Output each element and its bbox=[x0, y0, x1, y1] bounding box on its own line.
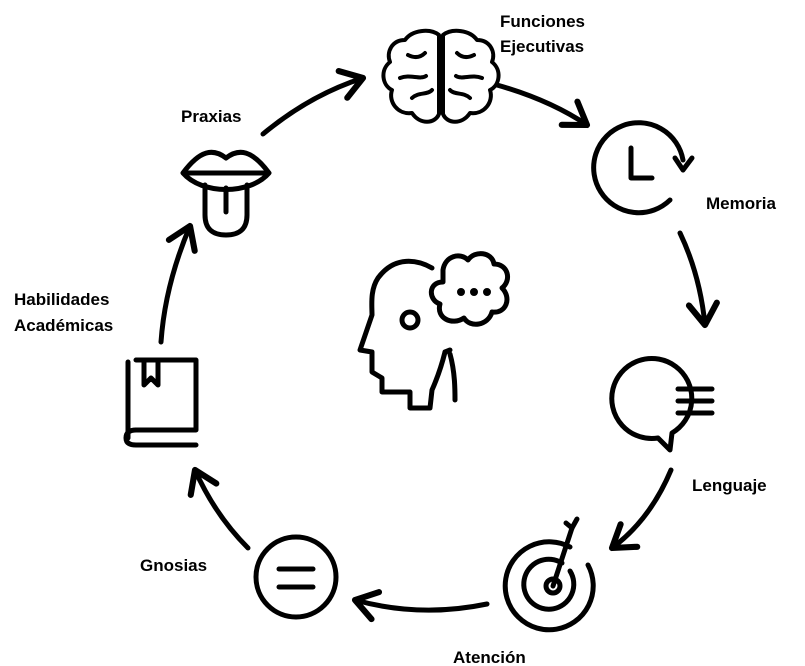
cycle-arrows bbox=[158, 68, 720, 623]
head-thinking-icon bbox=[357, 251, 511, 411]
arrow-lenguaje-to-atencion bbox=[608, 467, 674, 552]
node-lenguaje: Lenguaje bbox=[609, 355, 767, 495]
label-praxias: Praxias bbox=[181, 107, 242, 126]
label-atencion: Atención bbox=[453, 648, 526, 666]
label-gnosias: Gnosias bbox=[140, 556, 207, 575]
arrow-habilidades-to-praxias bbox=[158, 222, 198, 345]
speech-bubble-icon bbox=[609, 355, 715, 453]
clock-icon bbox=[591, 120, 695, 216]
label-memoria: Memoria bbox=[706, 194, 776, 213]
arrow-atencion-to-gnosias bbox=[351, 589, 490, 623]
node-atencion: Atención bbox=[453, 516, 596, 666]
label-lenguaje: Lenguaje bbox=[692, 476, 767, 495]
brain-icon bbox=[381, 28, 501, 124]
target-arrow-icon bbox=[502, 516, 596, 633]
node-habilidades-academicas: Habilidades Académicas bbox=[14, 290, 199, 448]
arrow-funciones-to-memoria bbox=[494, 82, 591, 129]
node-funciones-ejecutivas: Funciones Ejecutivas bbox=[381, 12, 585, 124]
label-funciones-line2: Ejecutivas bbox=[500, 37, 584, 56]
equals-circle-icon bbox=[253, 534, 339, 620]
book-icon bbox=[123, 357, 199, 448]
label-habilidades-line1: Habilidades bbox=[14, 290, 109, 309]
mouth-tongue-icon bbox=[180, 149, 272, 238]
node-gnosias: Gnosias bbox=[140, 534, 339, 620]
node-praxias: Praxias bbox=[180, 107, 272, 238]
label-habilidades-line2: Académicas bbox=[14, 316, 113, 335]
arrow-gnosias-to-habilidades bbox=[187, 466, 251, 551]
label-funciones-line1: Funciones bbox=[500, 12, 585, 31]
node-memoria: Memoria bbox=[591, 120, 776, 216]
arrow-memoria-to-lenguaje bbox=[677, 230, 720, 329]
arrow-praxias-to-funciones bbox=[260, 68, 367, 137]
